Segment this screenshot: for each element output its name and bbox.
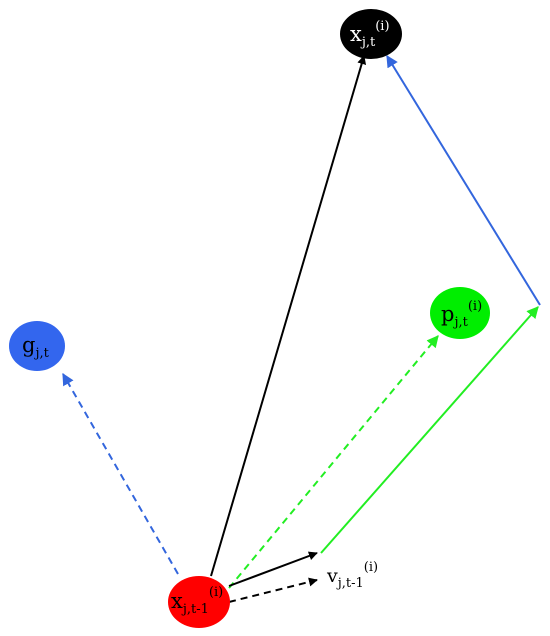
edge-solid-to-v-tip	[228, 551, 318, 587]
edge-dashed-to-v-label	[228, 577, 318, 603]
node-p-best-shape	[430, 287, 490, 339]
edge-solid-to-x-current	[210, 55, 367, 577]
node-x-previous-label: xj,t-1(i)	[171, 585, 223, 617]
edge-green-v-to-p-offset	[320, 306, 539, 554]
velocity-label: vj,t-1(i)	[326, 560, 378, 591]
node-x-previous: xj,t-1(i)	[168, 576, 230, 628]
edge-dashed-to-p	[228, 335, 439, 589]
node-g-best: gj,t	[9, 321, 65, 371]
node-x-previous-shape	[168, 576, 230, 628]
node-g-best-label: gj,t	[22, 333, 50, 361]
node-p-best-label: pj,t(i)	[441, 299, 482, 330]
edge-dashed-to-g	[62, 372, 179, 575]
node-p-best: pj,t(i)	[430, 287, 490, 339]
node-g-best-shape	[9, 321, 65, 371]
node-x-current-shape	[340, 9, 402, 59]
edge-blue-to-x-current	[386, 54, 541, 306]
node-x-current: xj,t(i)	[340, 9, 402, 59]
node-x-current-label: xj,t(i)	[350, 19, 390, 50]
